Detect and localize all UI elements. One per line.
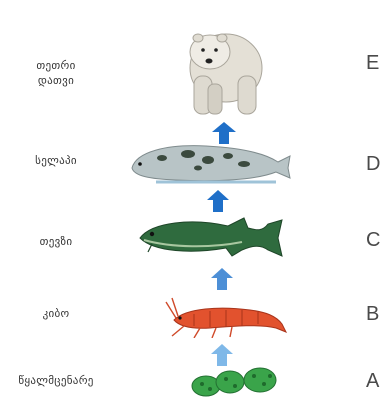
label-seal: სელაპი [4, 153, 108, 168]
arrow-up-icon [211, 268, 233, 290]
arrow-up-icon [207, 190, 229, 212]
arrow-up-icon [211, 344, 233, 366]
letter-d: D [366, 153, 380, 176]
letter-a: A [366, 370, 379, 393]
letter-b: B [366, 303, 379, 326]
label-polar-bear-line1: თეთრი [4, 58, 108, 73]
label-fish: თევზი [4, 234, 108, 249]
shrimp-image [164, 294, 288, 338]
label-polar-bear: თეთრი დათვი [4, 58, 108, 88]
fish-image [132, 214, 284, 260]
seal-image [126, 138, 292, 186]
letter-e: E [366, 52, 379, 75]
algae-image [190, 364, 286, 398]
polar-bear-image [178, 6, 272, 118]
label-shrimp: კიბო [4, 306, 108, 321]
label-polar-bear-line2: დათვი [4, 73, 108, 88]
label-algae: წყალმცენარე [4, 373, 108, 388]
letter-c: C [366, 229, 380, 252]
